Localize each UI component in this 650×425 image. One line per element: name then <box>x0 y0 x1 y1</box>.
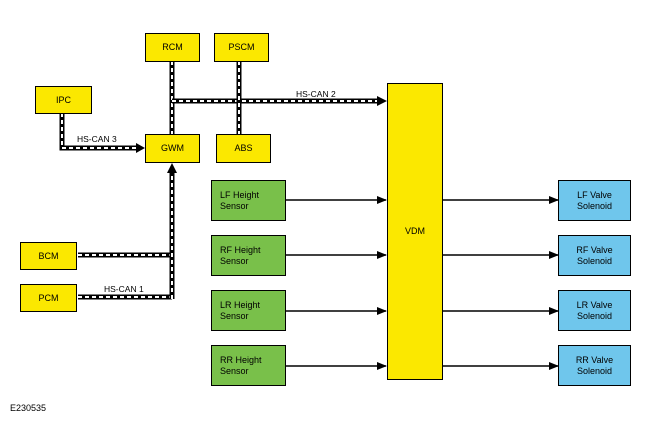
solenoid-lr-valve: LR Valve Solenoid <box>558 290 631 331</box>
sensor-lr-height: LR Height Sensor <box>211 290 286 331</box>
module-pcm-label: PCM <box>38 292 59 303</box>
module-pscm-label: PSCM <box>228 42 255 52</box>
sensor-rr-height: RR Height Sensor <box>211 345 286 386</box>
bus-hs-can-2 <box>172 96 387 106</box>
module-gwm-label: GWM <box>161 143 184 153</box>
module-rcm-label: RCM <box>162 42 183 52</box>
sensor-lines <box>286 196 387 370</box>
trunk-arrowhead <box>167 163 177 173</box>
bus-trunk-gwm <box>167 163 177 299</box>
hs-can-3-arrowhead <box>136 143 145 153</box>
hs-can-2-arrowhead <box>377 96 387 106</box>
module-pscm: PSCM <box>214 33 269 62</box>
module-vdm-label: VDM <box>405 226 425 236</box>
sensor-lr-label: LR Height Sensor <box>220 299 261 321</box>
module-vdm: VDM <box>387 83 443 380</box>
module-gwm: GWM <box>145 134 200 163</box>
solenoid-lf-valve: LF Valve Solenoid <box>558 180 631 221</box>
figure-code: E230535 <box>10 403 47 413</box>
module-ipc: IPC <box>35 86 92 114</box>
sensor-rr-label: RR Height Sensor <box>220 354 262 376</box>
module-rcm: RCM <box>145 33 200 62</box>
module-pcm: PCM <box>20 284 77 312</box>
label-hs-can-2: HS-CAN 2 <box>296 89 336 99</box>
module-ipc-label: IPC <box>55 94 71 105</box>
module-bcm-label: BCM <box>38 250 59 261</box>
solenoid-rr-valve: RR Valve Solenoid <box>558 345 631 386</box>
sensor-rf-height: RF Height Sensor <box>211 235 286 276</box>
solenoid-lr-label: LR Valve Solenoid <box>576 299 613 321</box>
sensor-rf-label: RF Height Sensor <box>220 244 261 266</box>
module-abs: ABS <box>216 134 271 163</box>
solenoid-rf-label: RF Valve Solenoid <box>576 244 613 266</box>
solenoid-rr-label: RR Valve Solenoid <box>575 354 614 376</box>
bus-hs-can-3 <box>59 113 145 153</box>
module-bcm: BCM <box>20 242 77 270</box>
sensor-lf-label: LF Height Sensor <box>220 189 260 211</box>
module-abs-label: ABS <box>234 143 253 153</box>
sensor-lf-height: LF Height Sensor <box>211 180 286 221</box>
label-hs-can-1: HS-CAN 1 <box>104 284 144 294</box>
solenoid-lf-label: LF Valve Solenoid <box>576 189 613 211</box>
label-hs-can-3: HS-CAN 3 <box>77 134 117 144</box>
solenoid-lines <box>443 196 559 370</box>
can-bus-lines <box>59 61 387 300</box>
solenoid-rf-valve: RF Valve Solenoid <box>558 235 631 276</box>
